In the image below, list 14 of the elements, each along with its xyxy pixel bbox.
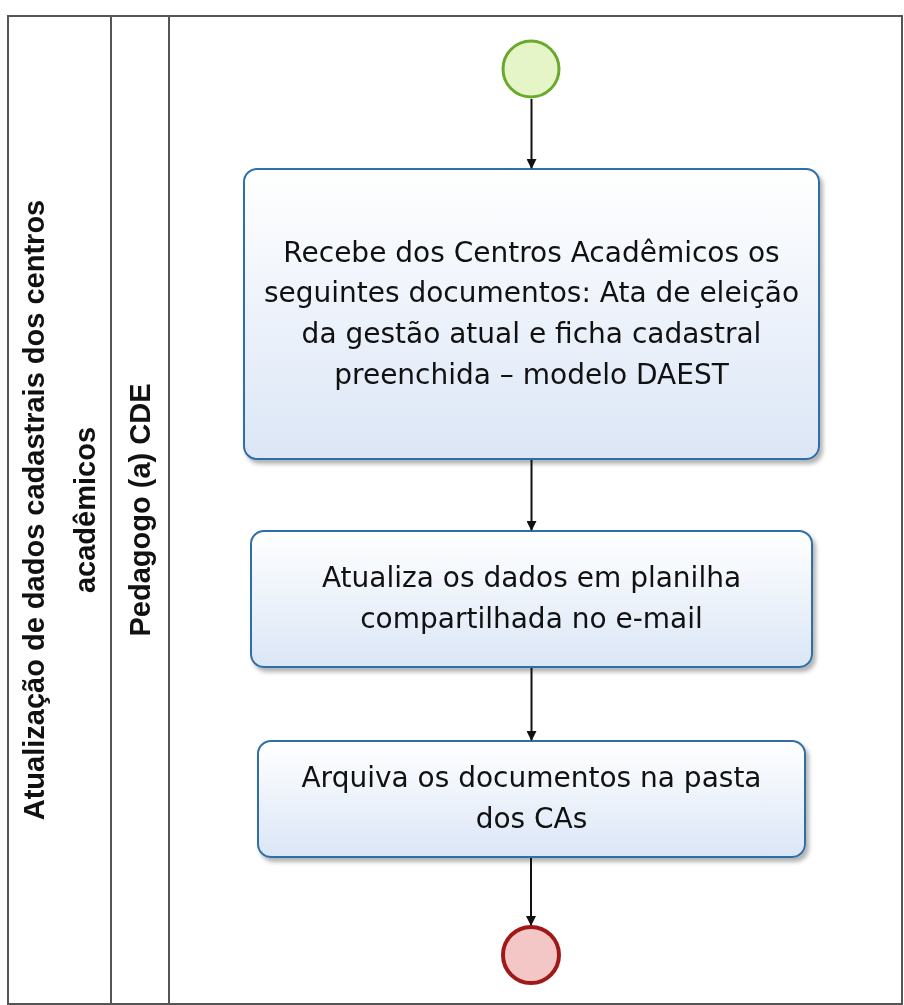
task-box	[250, 530, 813, 668]
end-event-circle	[501, 925, 561, 985]
task-label: Atualiza os dados em planilha compartilhada no e-mail	[320, 560, 743, 637]
pool-title: Atualização de dados cadastrais dos centros acadêmicos	[16, 198, 102, 823]
lane-title: Pedagogo (a) CDE	[122, 382, 157, 639]
task-box	[243, 168, 820, 460]
task-label: Recebe dos Centros Acadêmicos os seguintes documentos: Ata de eleição da gestão atual e ficha cadastral preenchida – modelo DAEST	[263, 234, 800, 393]
arrow	[526, 98, 537, 169]
arrow	[526, 667, 537, 741]
arrow	[526, 857, 536, 926]
start-event-circle	[501, 39, 561, 99]
task-box	[257, 740, 806, 858]
arrow	[526, 459, 537, 531]
task-label: Arquiva os documentos na pasta dos CAs	[300, 760, 763, 837]
